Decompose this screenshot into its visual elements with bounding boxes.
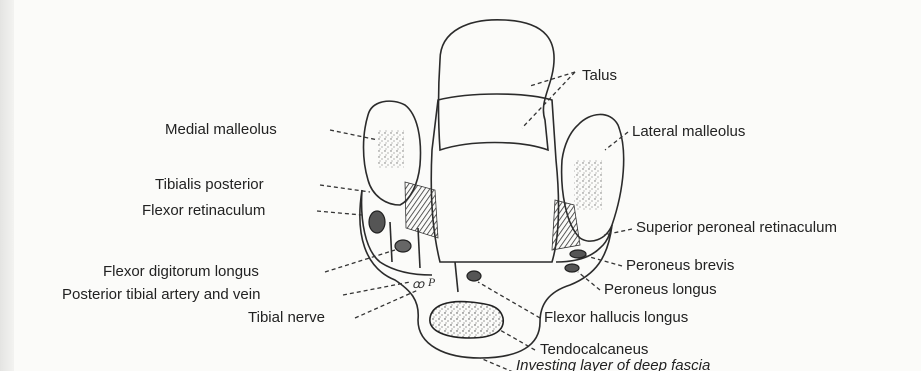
label-talus: Talus (582, 67, 617, 84)
label-flexor-retinaculum: Flexor retinaculum (142, 202, 265, 219)
leader-lateral-malleolus (605, 132, 628, 150)
label-tendocalcaneus: Tendocalcaneus (540, 341, 648, 358)
leader-tendocalcaneus (500, 330, 535, 350)
label-posterior-tibial-artery-vein: Posterior tibial artery and vein (62, 286, 260, 303)
talus-head (439, 20, 555, 150)
leader-tibial-nerve (355, 290, 418, 318)
tendocalcaneus-shape (430, 302, 503, 338)
compartment-divider-1 (390, 222, 392, 262)
label-peroneus-longus: Peroneus longus (604, 281, 717, 298)
medial-ligament (405, 182, 438, 238)
leader-peroneus-brevis (586, 256, 622, 266)
vessel-letter-p: P (427, 275, 436, 289)
label-peroneus-brevis: Peroneus brevis (626, 257, 734, 274)
label-tibial-nerve: Tibial nerve (248, 309, 325, 326)
leader-talus-2 (522, 72, 575, 128)
label-medial-malleolus: Medial malleolus (165, 121, 277, 138)
leader-medial-malleolus (330, 130, 378, 140)
leader-flexor-digitorum-longus (325, 250, 395, 272)
label-lateral-malleolus: Lateral malleolus (632, 123, 745, 140)
label-flexor-digitorum-longus: Flexor digitorum longus (103, 263, 259, 280)
leader-posterior-tibial-vessels (343, 282, 410, 295)
peroneus-brevis-tendon (570, 250, 586, 258)
tibialis-posterior-tendon (369, 211, 385, 233)
label-superior-peroneal-retinaculum: Superior peroneal retinaculum (636, 219, 837, 236)
label-investing-layer: Investing layer of deep fascia (516, 357, 710, 371)
lateral-malleolus-marrow (574, 160, 602, 210)
compartment-divider-2 (418, 228, 420, 268)
flexor-hallucis-longus-tendon (467, 271, 481, 281)
leader-flexor-retinaculum (317, 211, 362, 215)
medial-malleolus-marrow (378, 130, 404, 168)
talus-body (431, 94, 558, 262)
label-flexor-hallucis-longus: Flexor hallucis longus (544, 309, 688, 326)
compartment-divider-3 (455, 262, 458, 292)
flexor-digitorum-longus-tendon (395, 240, 411, 252)
label-tibialis-posterior: Tibialis posterior (155, 176, 264, 193)
leader-tibialis-posterior (320, 185, 370, 192)
peroneus-longus-tendon (565, 264, 579, 272)
vessel-symbol-loops: ꝏ (412, 277, 425, 291)
leader-investing-layer (480, 358, 513, 371)
